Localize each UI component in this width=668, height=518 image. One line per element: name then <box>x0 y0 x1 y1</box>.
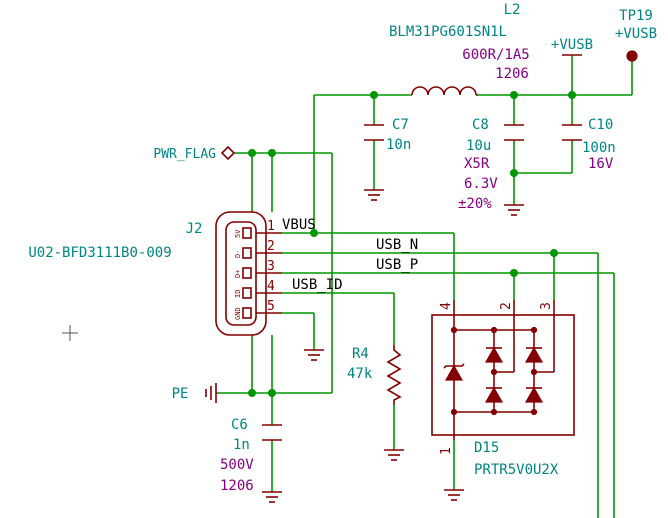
j2-part: U02-BFD3111B0-009 <box>28 245 171 261</box>
ground-symbol <box>262 491 282 503</box>
c7-value: 10n <box>386 137 411 153</box>
c6-value: 1n <box>233 437 250 453</box>
test-point-tp19[interactable]: TP19 +VUSB <box>615 8 657 62</box>
junction-dot <box>268 389 276 397</box>
junction-dot <box>510 269 518 277</box>
capacitor-c7[interactable]: C7 10n <box>364 117 411 153</box>
pwr-flag[interactable]: PWR_FLAG <box>153 145 236 162</box>
c6-voltage: 500V <box>220 457 254 473</box>
tp19-ref: TP19 <box>619 8 653 24</box>
vusb-label: +VUSB <box>551 37 593 53</box>
j2-pin-number: 2 <box>267 239 275 254</box>
pe-earth-symbol[interactable]: PE <box>172 383 217 403</box>
vusb-power-port[interactable]: +VUSB <box>551 37 593 56</box>
net-label-usb-p: USB_P <box>376 257 418 273</box>
l2-part: BLM31PG601SN1L <box>389 24 507 40</box>
d15-ref: D15 <box>474 440 499 456</box>
junction-dots <box>248 91 576 397</box>
junction-dot <box>268 149 276 157</box>
junction-dot <box>510 91 518 99</box>
l2-ref: L2 <box>504 2 521 18</box>
d15-pin-number: 3 <box>539 302 554 310</box>
junction-dot <box>248 389 256 397</box>
ground-symbol <box>444 489 464 501</box>
d15-pin-number: 1 <box>439 447 454 455</box>
c8-tolerance: ±20% <box>458 196 492 212</box>
l2-package: 1206 <box>495 66 529 82</box>
capacitor-c8[interactable]: C8 10u X5R 6.3V ±20% <box>458 117 524 212</box>
junction-dot <box>510 169 518 177</box>
l2-rating: 600R/1A5 <box>462 47 529 63</box>
c8-voltage: 6.3V <box>464 176 498 192</box>
net-label-usb-n: USB_N <box>376 237 418 253</box>
j2-ref: J2 <box>186 221 203 237</box>
r4-ref: R4 <box>352 346 369 362</box>
pwr-flag-label: PWR_FLAG <box>153 147 216 162</box>
c10-value: 100n <box>582 140 616 156</box>
d15-part: PRTR5V0U2X <box>474 462 559 478</box>
d15-pin-number: 4 <box>439 302 454 310</box>
crosshair-cursor <box>62 325 78 341</box>
capacitor-c6[interactable]: C6 1n 500V 1206 <box>220 417 282 494</box>
j2-pin-name: 5V <box>234 229 242 238</box>
ground-symbol <box>384 449 404 461</box>
tp19-net: +VUSB <box>615 26 657 42</box>
net-label-usb-id: USB_ID <box>292 277 343 293</box>
connector-j2[interactable]: J2 U02-BFD3111B0-009 1 2 3 4 5 5V D- D+ … <box>28 211 282 336</box>
j2-pin-number: 4 <box>267 279 275 294</box>
capacitor-c10[interactable]: C10 100n 16V <box>562 117 616 172</box>
c10-ref: C10 <box>588 117 613 133</box>
junction-dot <box>310 229 318 237</box>
ground-symbol <box>504 204 524 216</box>
c6-ref: C6 <box>231 417 248 433</box>
net-label-vbus: VBUS <box>282 217 316 233</box>
j2-pin-name: GND <box>234 307 242 320</box>
pe-label: PE <box>172 386 189 402</box>
c7-ref: C7 <box>392 117 409 133</box>
j2-pin-name: D+ <box>234 270 242 278</box>
c8-value: 10u <box>466 138 491 154</box>
j2-pin-name: ID <box>234 290 242 298</box>
inductor-l2[interactable]: L2 BLM31PG601SN1L 600R/1A5 1206 <box>389 2 530 96</box>
c10-voltage: 16V <box>588 156 614 172</box>
j2-pin-number: 1 <box>267 219 275 234</box>
c8-ref: C8 <box>472 117 489 133</box>
esd-protection-d15[interactable]: 4 2 3 1 D15 PRTR5V0U2X <box>431 300 575 478</box>
j2-pin-name: D- <box>234 250 242 258</box>
d15-pin-number: 2 <box>499 302 514 310</box>
junction-dot <box>248 149 256 157</box>
wires <box>216 55 633 518</box>
c6-package: 1206 <box>220 478 254 494</box>
j2-pin-number: 5 <box>267 299 275 314</box>
r4-value: 47k <box>347 366 373 382</box>
junction-dot <box>550 249 558 257</box>
resistor-r4[interactable]: R4 47k <box>347 345 402 405</box>
ground-symbol <box>304 349 324 361</box>
j2-pin-number: 3 <box>267 259 275 274</box>
c8-dielectric: X5R <box>464 156 490 172</box>
junction-dot <box>370 91 378 99</box>
ground-symbol <box>364 189 384 201</box>
junction-dot <box>568 91 576 99</box>
